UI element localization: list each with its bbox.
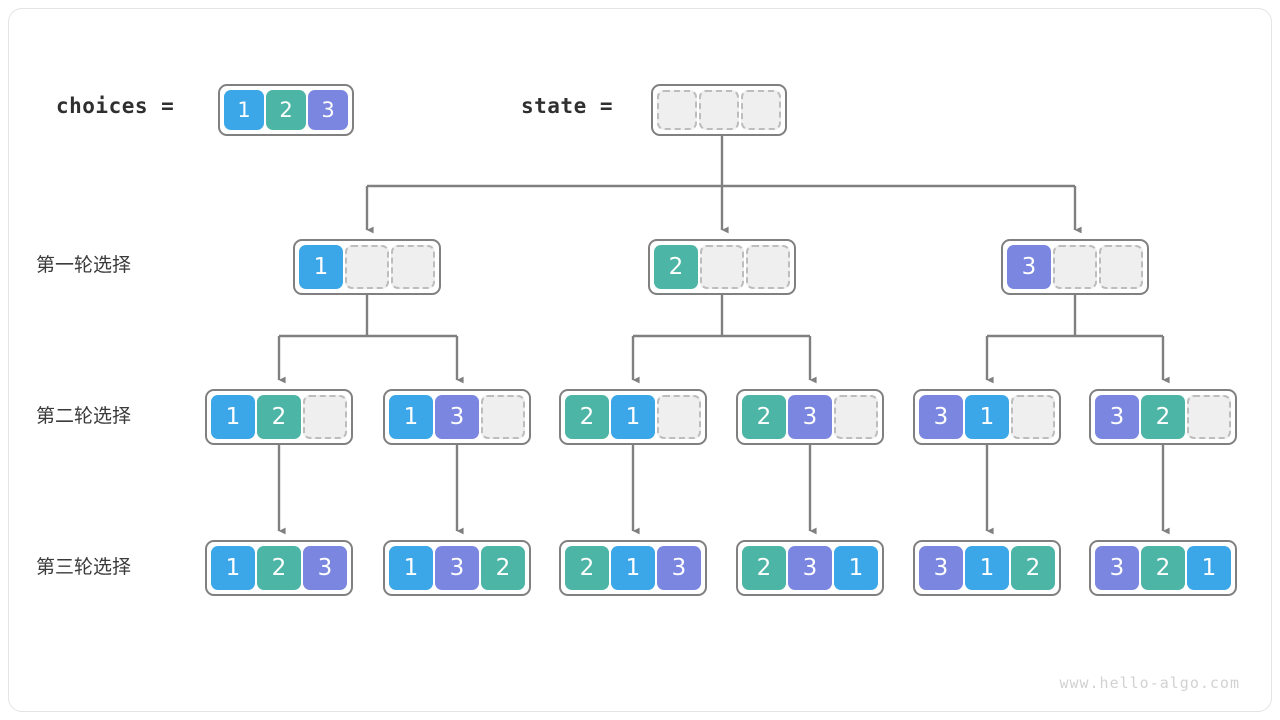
level1-node-0: 1 [293,239,441,295]
level3-node-3-cell-3: 3 [788,546,832,590]
choices-cell-3: 3 [308,90,348,130]
level1-node-0-empty-cell [345,245,389,289]
row-label-level2: 第二轮选择 [36,405,132,427]
level3-node-5-cell-2: 2 [1141,546,1185,590]
level2-node-3-cell-3: 3 [788,395,832,439]
state-empty-cell [699,90,739,130]
level3-node-2-cell-3: 3 [657,546,701,590]
state-label: state = [521,94,614,118]
choices-cell-1: 1 [224,90,264,130]
level3-node-1-cell-2: 2 [481,546,525,590]
diagram-card [8,8,1272,712]
state-empty-cell [741,90,781,130]
level3-node-5-cell-1: 1 [1187,546,1231,590]
level3-node-5-cell-3: 3 [1095,546,1139,590]
level2-node-0-cell-1: 1 [211,395,255,439]
level3-node-4-cell-1: 1 [965,546,1009,590]
choices-cell-2: 2 [266,90,306,130]
level2-node-2-empty-cell [657,395,701,439]
level3-node-3-cell-1: 1 [834,546,878,590]
level1-node-0-cell-1: 1 [299,245,343,289]
level2-node-1-cell-3: 3 [435,395,479,439]
level1-node-1-empty-cell [700,245,744,289]
level3-node-0-cell-1: 1 [211,546,255,590]
level2-node-0-empty-cell [303,395,347,439]
level2-node-3-cell-2: 2 [742,395,786,439]
level1-node-2-cell-3: 3 [1007,245,1051,289]
level2-node-5-cell-3: 3 [1095,395,1139,439]
row-label-level1: 第一轮选择 [36,254,132,276]
level3-node-4-cell-2: 2 [1011,546,1055,590]
level2-node-2-cell-1: 1 [611,395,655,439]
level2-node-0-cell-2: 2 [257,395,301,439]
level1-node-2-empty-cell [1053,245,1097,289]
level2-node-3-empty-cell [834,395,878,439]
level2-node-1-empty-cell [481,395,525,439]
choices-label: choices = [56,94,175,118]
state-empty-cell [657,90,697,130]
level1-node-0-empty-cell [391,245,435,289]
level1-node-1-empty-cell [746,245,790,289]
level2-node-4-empty-cell [1011,395,1055,439]
level3-node-1-cell-3: 3 [435,546,479,590]
level2-node-4-cell-3: 3 [919,395,963,439]
level3-node-2-cell-2: 2 [565,546,609,590]
state-array [651,84,787,136]
level3-node-1-cell-1: 1 [389,546,433,590]
level1-node-1-cell-2: 2 [654,245,698,289]
watermark: www.hello-algo.com [1059,674,1240,692]
level3-node-4-cell-3: 3 [919,546,963,590]
level3-node-0-cell-2: 2 [257,546,301,590]
level3-node-2-cell-1: 1 [611,546,655,590]
level2-node-2-cell-2: 2 [565,395,609,439]
level3-node-0-cell-3: 3 [303,546,347,590]
level1-node-2: 3 [1001,239,1149,295]
level2-node-5-cell-2: 2 [1141,395,1185,439]
level2-node-1-cell-1: 1 [389,395,433,439]
level3-node-3-cell-2: 2 [742,546,786,590]
level1-node-1: 2 [648,239,796,295]
level1-node-2-empty-cell [1099,245,1143,289]
row-label-level3: 第三轮选择 [36,556,132,578]
level2-node-4-cell-1: 1 [965,395,1009,439]
level2-node-5-empty-cell [1187,395,1231,439]
